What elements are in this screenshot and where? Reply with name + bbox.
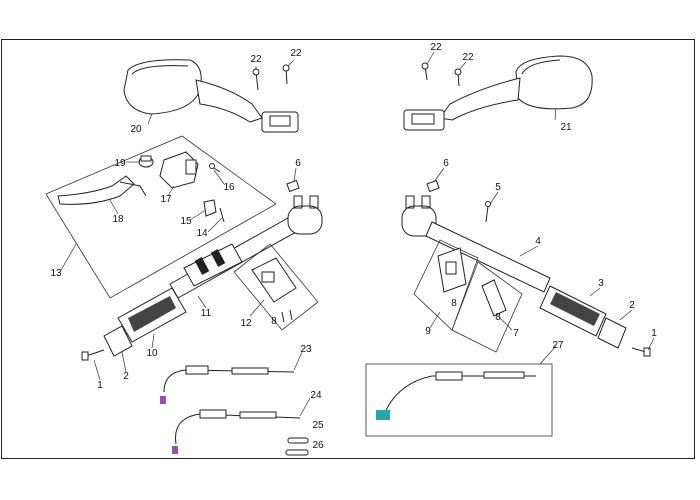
callout-13: 13 bbox=[50, 268, 62, 279]
throttle-cable-23 bbox=[160, 365, 295, 404]
callout-16: 16 bbox=[223, 182, 235, 193]
right-bar-end bbox=[597, 317, 627, 349]
callout-12: 12 bbox=[240, 318, 252, 329]
mirror-bolt-left-a bbox=[252, 68, 260, 91]
callout-10: 10 bbox=[146, 348, 158, 359]
cable-clip-26 bbox=[285, 449, 309, 456]
callout-20: 20 bbox=[130, 124, 142, 135]
master-cylinder bbox=[159, 151, 199, 189]
clutch-cable-27 bbox=[376, 371, 536, 421]
diagram-frame bbox=[1, 39, 695, 459]
callout-5: 5 bbox=[495, 182, 501, 193]
small-bolt-16 bbox=[209, 163, 221, 173]
left-mirror bbox=[123, 59, 299, 133]
switch-screws-left bbox=[281, 309, 293, 323]
callout-22-right-b: 22 bbox=[462, 52, 474, 63]
callout-7: 7 bbox=[513, 328, 519, 339]
mirror-bolt-left-b bbox=[282, 64, 290, 85]
callout-27: 27 bbox=[552, 340, 564, 351]
callout-2-left: 2 bbox=[123, 371, 129, 382]
clamp-bolt-right bbox=[426, 179, 440, 193]
right-switch-box-9 bbox=[413, 239, 479, 331]
callout-23: 23 bbox=[300, 344, 312, 355]
callout-1-right: 1 bbox=[651, 328, 657, 339]
right-bar-end-screw bbox=[631, 347, 651, 357]
right-handlebar-clamp bbox=[401, 195, 437, 237]
throttle-tube bbox=[183, 243, 243, 287]
callout-25: 25 bbox=[312, 420, 324, 431]
bar-bolt-5 bbox=[485, 201, 491, 223]
callout-14: 14 bbox=[196, 228, 208, 239]
callout-3: 3 bbox=[598, 278, 604, 289]
left-bar-end-screw bbox=[81, 349, 105, 361]
callout-6-right: 6 bbox=[443, 158, 449, 169]
cable-clip-25 bbox=[287, 437, 309, 444]
callout-8-right-b: 8 bbox=[495, 312, 501, 323]
right-mirror bbox=[403, 55, 593, 131]
callout-8-left: 8 bbox=[271, 316, 277, 327]
brake-lever bbox=[57, 175, 147, 205]
lever-assembly-box bbox=[45, 135, 277, 299]
left-switch-housing bbox=[251, 257, 297, 303]
callout-19: 19 bbox=[114, 158, 126, 169]
callout-9: 9 bbox=[425, 326, 431, 337]
callout-4: 4 bbox=[535, 236, 541, 247]
callout-22-right-a: 22 bbox=[430, 42, 442, 53]
right-handlebar bbox=[425, 221, 551, 293]
left-grip bbox=[117, 287, 187, 343]
clamp-bolt-left bbox=[286, 179, 300, 193]
callout-18: 18 bbox=[112, 214, 124, 225]
callout-8-right-a: 8 bbox=[451, 298, 457, 309]
mirror-bolt-right-a bbox=[421, 62, 429, 81]
callout-17: 17 bbox=[160, 194, 172, 205]
callout-21: 21 bbox=[560, 122, 572, 133]
lever-pin bbox=[219, 207, 225, 223]
left-switch-box bbox=[233, 243, 319, 331]
leader-lines bbox=[59, 51, 655, 417]
right-switch-lower bbox=[481, 279, 507, 317]
callout-2-right: 2 bbox=[629, 300, 635, 311]
callout-labels: 1 1 2 2 3 4 5 6 6 7 8 8 8 9 10 11 12 13 … bbox=[50, 42, 657, 451]
throttle-cable-24 bbox=[172, 409, 301, 454]
callout-26: 26 bbox=[312, 440, 324, 451]
left-bar-end bbox=[103, 325, 133, 357]
callout-15: 15 bbox=[180, 216, 192, 227]
left-handlebar-clamp bbox=[287, 195, 323, 235]
clutch-cable-box bbox=[365, 363, 553, 437]
reservoir-cap bbox=[138, 155, 154, 168]
mirror-bolt-right-b bbox=[454, 68, 462, 87]
callout-6-left: 6 bbox=[295, 158, 301, 169]
callout-24: 24 bbox=[310, 390, 322, 401]
callout-11: 11 bbox=[201, 308, 212, 319]
right-grip bbox=[539, 285, 607, 337]
right-switch-box-7 bbox=[451, 261, 523, 353]
callout-22-left-a: 22 bbox=[250, 54, 262, 65]
right-switch-housing bbox=[437, 247, 467, 293]
lever-bracket bbox=[203, 199, 217, 217]
callout-1-left: 1 bbox=[97, 380, 103, 391]
callout-22-left-b: 22 bbox=[290, 48, 302, 59]
